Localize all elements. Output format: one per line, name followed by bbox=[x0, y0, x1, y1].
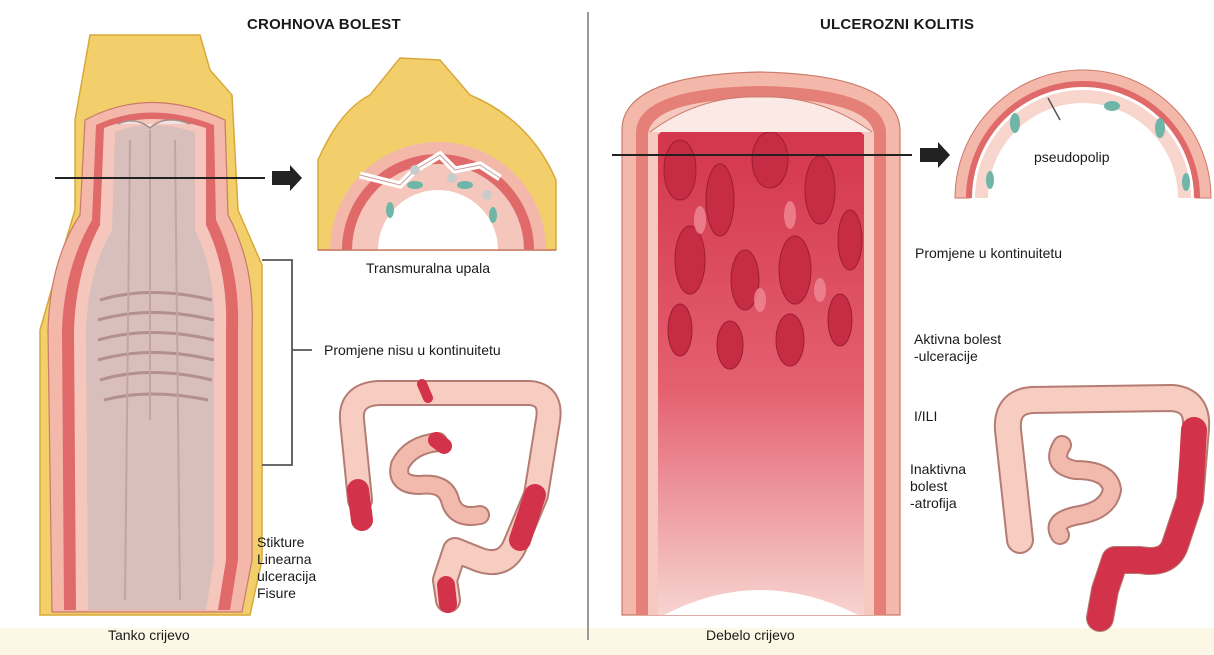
feature-item: ulceracija bbox=[257, 568, 316, 585]
small-bowel-label: Tanko crijevo bbox=[108, 627, 190, 644]
inactive-line: -atrofija bbox=[910, 495, 966, 512]
arrow-right-icon bbox=[272, 165, 302, 191]
crohn-colon-map bbox=[352, 384, 549, 604]
crohn-cross-section bbox=[318, 58, 556, 250]
pseudopolip-label: pseudopolip bbox=[1034, 149, 1110, 166]
inactive-line: bolest bbox=[910, 478, 966, 495]
or-label: I/ILI bbox=[914, 408, 937, 425]
uc-changes-caption: Promjene u kontinuitetu bbox=[915, 245, 1062, 262]
crohn-changes-caption: Promjene nisu u kontinuitetu bbox=[324, 342, 501, 359]
crohn-features-list: Stikture Linearna ulceracija Fisure bbox=[257, 534, 316, 602]
feature-item: Linearna bbox=[257, 551, 316, 568]
uc-large-bowel bbox=[612, 72, 912, 615]
active-line: Aktivna bolest bbox=[914, 331, 1001, 348]
extent-bracket bbox=[262, 260, 292, 465]
transmural-caption: Transmuralna upala bbox=[366, 260, 490, 277]
crohn-title: CROHNOVA BOLEST bbox=[247, 16, 401, 33]
uc-title: ULCEROZNI KOLITIS bbox=[820, 16, 974, 33]
feature-item: Stikture bbox=[257, 534, 316, 551]
active-line: -ulceracije bbox=[914, 348, 1001, 365]
inactive-line: Inaktivna bbox=[910, 461, 966, 478]
active-disease-label: Aktivna bolest -ulceracije bbox=[914, 331, 1001, 365]
arrow-right-icon bbox=[920, 142, 950, 168]
crohn-small-bowel bbox=[40, 35, 265, 615]
feature-item: Fisure bbox=[257, 585, 316, 602]
large-bowel-label: Debelo crijevo bbox=[706, 627, 795, 644]
inactive-disease-label: Inaktivna bolest -atrofija bbox=[910, 461, 966, 512]
uc-cross-section bbox=[955, 70, 1211, 198]
uc-colon-map bbox=[1008, 398, 1196, 618]
